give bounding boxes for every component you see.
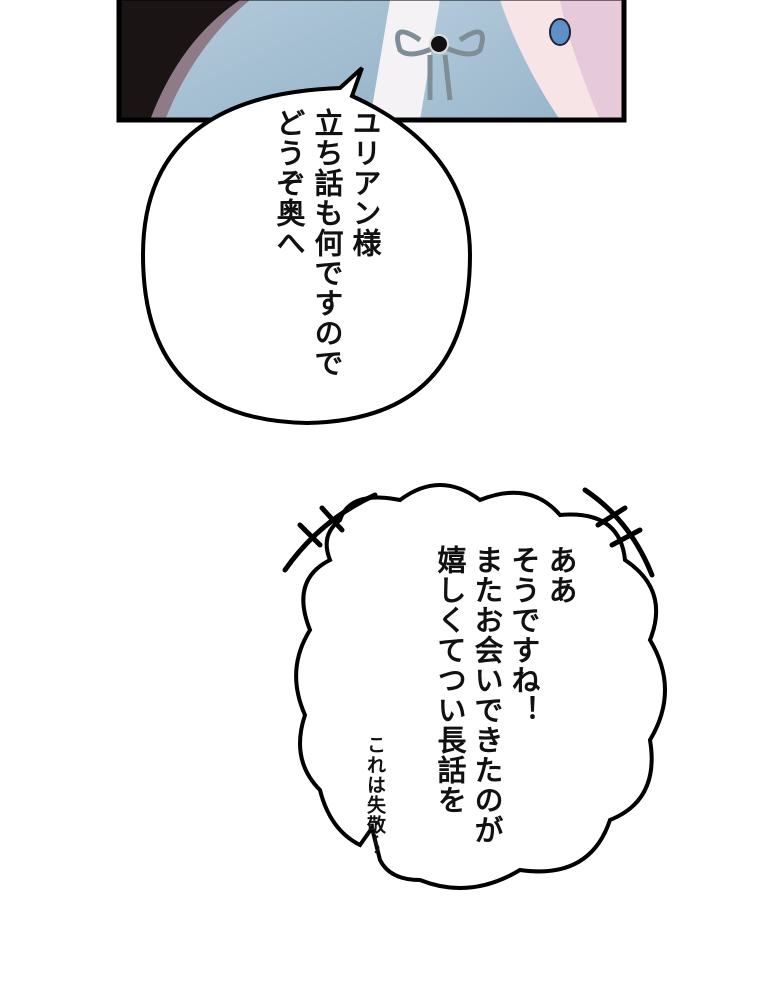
emphasis-marks-left — [282, 492, 378, 573]
speech-line-2: 立ち話も何ですので — [310, 108, 344, 378]
top-panel — [116, 0, 627, 123]
thought-line-2: そうですね！ — [507, 545, 541, 725]
speech-line-1: ユリアン様 — [348, 108, 382, 258]
aside-text: これは失敬〜 — [364, 735, 386, 855]
speech-line-3: どうぞ奥へ — [272, 108, 306, 258]
thought-bubble — [294, 483, 667, 890]
thought-line-1: ああ — [544, 545, 578, 605]
emphasis-marks-right — [582, 487, 655, 578]
thought-line-4: 嬉しくてつい長話を — [433, 545, 467, 815]
thought-line-3: またお会いできたのが — [470, 545, 504, 845]
speech-bubble — [140, 66, 473, 426]
